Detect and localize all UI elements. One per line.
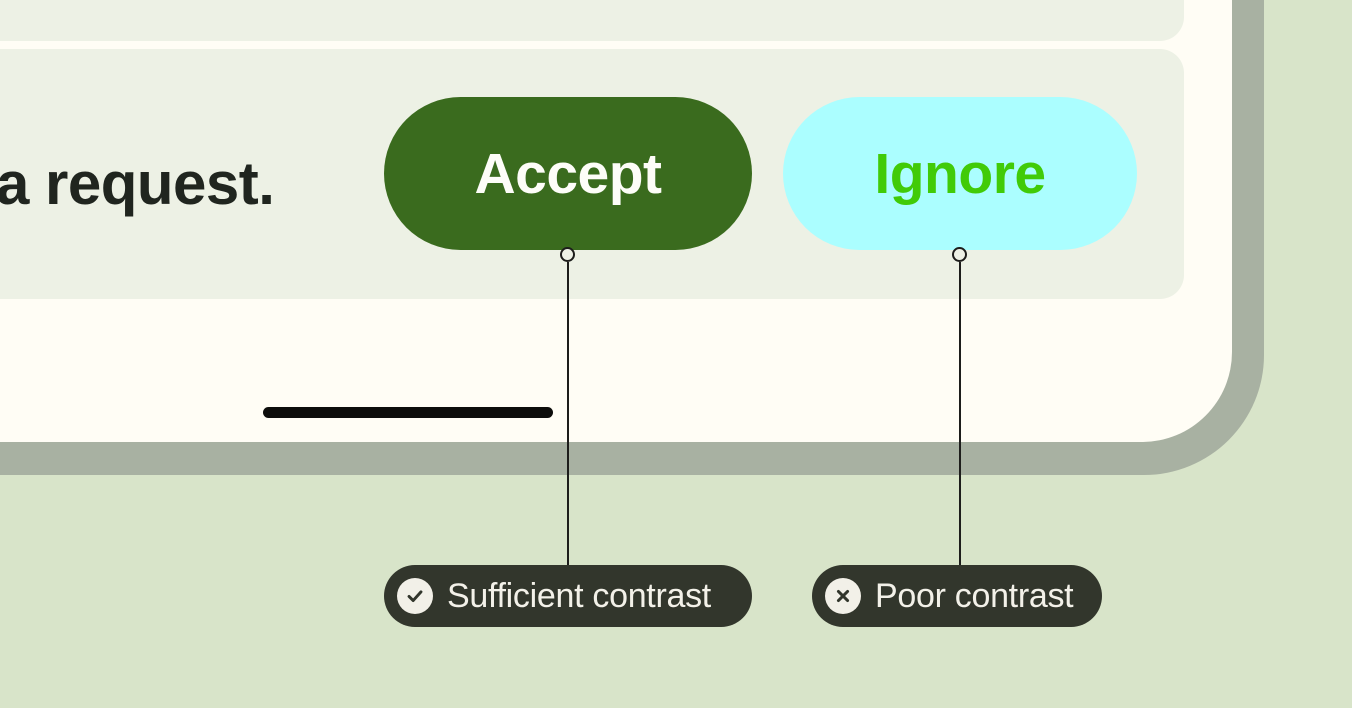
accept-annotation-anchor-dot (560, 247, 575, 262)
ignore-annotation-line (959, 262, 961, 565)
sufficient-contrast-callout: Sufficient contrast (384, 565, 752, 627)
ignore-button[interactable]: Ignore (783, 97, 1137, 250)
poor-contrast-label: Poor contrast (875, 576, 1074, 615)
ignore-button-label: Ignore (874, 141, 1046, 206)
list-card-top (0, 0, 1184, 41)
accept-button-label: Accept (474, 141, 662, 206)
accept-button[interactable]: Accept (384, 97, 752, 250)
accept-annotation-line (567, 262, 569, 565)
home-indicator (263, 407, 553, 418)
poor-contrast-callout: Poor contrast (812, 565, 1102, 627)
x-icon (825, 578, 861, 614)
ignore-annotation-anchor-dot (952, 247, 967, 262)
check-icon (397, 578, 433, 614)
request-message-text: a request. (0, 150, 275, 217)
sufficient-contrast-label: Sufficient contrast (447, 576, 711, 615)
